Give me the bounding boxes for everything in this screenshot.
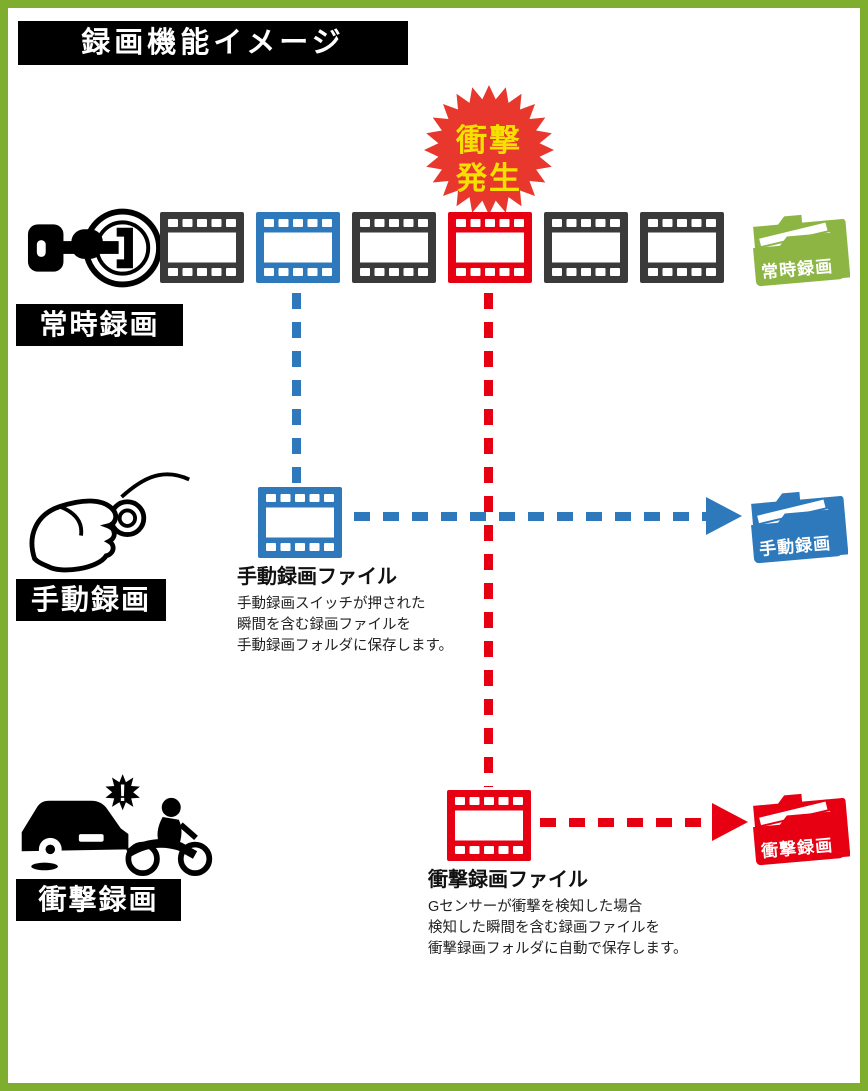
burst-line2: 発生 [455,161,522,196]
impact-arrow-icon [712,803,748,841]
film-strip-row [160,212,724,283]
impact-file-title: 衝撃録画ファイル [428,869,588,891]
film-frame-blue [256,212,340,283]
film-frame-gray [640,212,724,283]
folder-icon [753,214,850,287]
desc-line: Gセンサーが衝撃を検知した場合 [428,899,643,915]
key-ignition-icon [27,208,163,288]
impact-burst-icon: 衝撃 発生 [424,85,554,215]
page-title: 録画機能イメージ [18,21,408,65]
alert-exclamation: ! [119,780,127,807]
folder-icon [753,793,850,866]
manual-file-frame [258,487,342,558]
impact-recording-tag: 衝撃録画 [16,879,181,921]
connector-impact-vertical [484,293,493,787]
impact-file-frame [447,790,531,861]
desc-line: 手動録画スイッチが押された [237,596,426,612]
burst-line1: 衝撃 [455,123,522,158]
constant-recording-tag: 常時録画 [16,304,183,346]
car-accident-icon: ! [21,774,213,876]
connector-manual-vertical [292,293,301,483]
film-frame-gray [352,212,436,283]
manual-recording-tag: 手動録画 [16,579,166,621]
manual-file-note: 手動録画ファイル 手動録画スイッチが押された 瞬間を含む録画ファイルを 手動録画… [237,560,477,657]
desc-line: 検知した瞬間を含む録画ファイルを [428,920,660,936]
connector-impact-horizontal [540,818,710,827]
manual-recording-folder: 手動録画 [742,474,848,586]
connector-manual-horizontal [354,512,706,521]
desc-line: 手動録画フォルダに保存します。 [237,638,454,654]
manual-file-title: 手動録画ファイル [237,566,397,588]
folder-icon [751,491,848,564]
constant-recording-folder: 常時録画 [744,197,850,309]
film-frame-gray [544,212,628,283]
desc-line: 衝撃録画フォルダに自動で保存します。 [428,941,688,957]
film-frame-red [448,212,532,283]
press-button-hand-icon [29,472,191,573]
impact-file-note: 衝撃録画ファイル Gセンサーが衝撃を検知した場合 検知した瞬間を含む録画ファイル… [428,863,698,960]
desc-line: 瞬間を含む録画ファイルを [237,617,411,633]
manual-arrow-icon [706,497,742,535]
impact-recording-folder: 衝撃録画 [744,776,850,888]
film-frame-gray [160,212,244,283]
